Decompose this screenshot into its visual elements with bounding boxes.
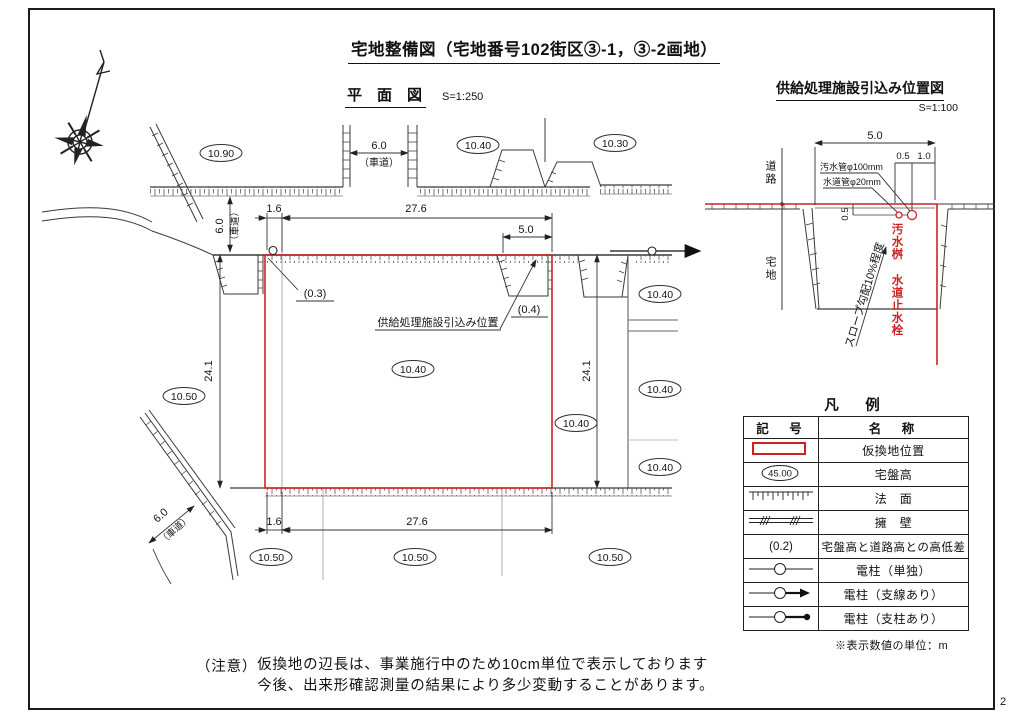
elevation-value: 10.50 [258, 552, 284, 564]
replotting-boundary [264, 254, 553, 489]
dim-road-gap: 6.0 [371, 140, 386, 152]
legend-row: 仮換地位置 [743, 438, 969, 463]
legend-title: 凡 例 [824, 398, 886, 414]
north-compass-icon [54, 49, 111, 166]
elevation-value: 10.40 [647, 462, 673, 474]
elevation-value: 10.30 [602, 138, 628, 150]
elevation-value: 10.40 [647, 384, 673, 396]
dim-top-16: 1.6 [266, 203, 281, 215]
elevation-value: 10.50 [597, 552, 623, 564]
legend-header-name: 名 称 [818, 416, 969, 439]
power-pole-with-stay [610, 244, 702, 258]
dim-top-276: 27.6 [405, 203, 426, 215]
label-drop-left: (0.3) [304, 288, 327, 300]
legend-name: 擁 壁 [818, 510, 969, 535]
elevation-labels: 10.90 10.40 10.30 10.40 10.50 10.40 10.4… [162, 134, 682, 566]
legend-name: 電柱（単独） [818, 558, 969, 583]
plan-view-heading: 平 面 図 S=1:250 [345, 84, 483, 108]
dim-road-gap-sub: （車道） [359, 156, 399, 169]
legend-elevation-sample: 45.00 [768, 469, 792, 480]
detail-heading: 供給処理施設引込み位置図 S=1:100 [752, 78, 968, 114]
elevation-value: 10.50 [171, 391, 197, 403]
detail-red-lines [705, 203, 938, 365]
legend-name: 電柱（支柱あり） [818, 606, 969, 631]
elevation-value: 10.40 [647, 289, 673, 301]
caution-line-1: 仮換地の辺長は、事業施行中のため10cm単位で表示しております [257, 657, 709, 673]
caution-label: （注意） [196, 659, 258, 675]
plan-view-scale: S=1:250 [442, 91, 484, 103]
detail-dim-05: 0.5 [896, 151, 909, 162]
slope-face-icon [749, 491, 813, 500]
legend-name: 電柱（支線あり） [818, 582, 969, 607]
slope-label: スロープ勾配10%程度 [841, 240, 886, 349]
caution-note: （注意） 仮換地の辺長は、事業施行中のため10cm単位で表示しております 今後、… [196, 655, 714, 697]
detail-dim-10: 1.0 [917, 151, 930, 162]
dim-top-50: 5.0 [518, 224, 533, 236]
pole-support-icon [749, 611, 811, 623]
sheet-border [28, 8, 995, 710]
dim-diag-60: 6.0 [151, 506, 170, 525]
legend-name: 宅盤高と道路高との高低差 [818, 534, 969, 559]
legend-height-diff-sample: (0.2) [743, 534, 819, 559]
pole-single-icon [749, 563, 813, 575]
plan-leaders [267, 257, 548, 331]
detail-dimensions [814, 140, 936, 347]
sewer-basin-label: 汚水桝 [890, 223, 903, 261]
legend-header-symbol: 記 号 [743, 416, 819, 439]
legend-header-row: 記 号 名 称 [743, 416, 969, 439]
legend-row: (0.2) 宅盤高と道路高との高低差 [743, 534, 969, 559]
dim-right-241: 24.1 [581, 360, 593, 381]
water-pipe-label: 水道管φ20mm [823, 176, 881, 187]
water-valve-label: 水道止水栓 [890, 273, 903, 337]
legend-name: 仮換地位置 [818, 438, 969, 463]
retaining-wall-icon [749, 515, 813, 526]
elevation-value: 10.40 [400, 364, 426, 376]
legend-unit-note: ※表示数値の単位：m [835, 640, 949, 652]
legend-row: 法 面 [743, 486, 969, 511]
legend-row: 電柱（支線あり） [743, 582, 969, 607]
detail-scale: S=1:100 [918, 102, 958, 114]
legend-name: 法 面 [818, 486, 969, 511]
elevation-value: 10.40 [563, 418, 589, 430]
plan-roads [41, 118, 678, 585]
detail-title: 供給処理施設引込み位置図 [776, 78, 944, 101]
dim-left-60: 6.0 [214, 218, 226, 233]
sewer-pipe-label: 汚水管φ100mm [820, 161, 883, 172]
detail-red-labels: 汚水桝 水道止水栓 [889, 223, 903, 336]
replotting-boundary-icon [752, 442, 806, 455]
pole-stay-icon [749, 587, 810, 599]
elevation-oval-icon: 45.00 [761, 465, 799, 481]
power-pole-single [268, 245, 278, 256]
elevation-value: 10.50 [402, 552, 428, 564]
legend-row: 電柱（単独） [743, 558, 969, 583]
label-supply-position: 供給処理施設引込み位置 [378, 315, 499, 329]
detail-dim-depth: 0.5 [840, 207, 851, 220]
drawing-title: 宅地整備図（宅地番号102街区③-1，③-2画地） [348, 36, 721, 64]
dim-left-241: 24.1 [203, 360, 215, 381]
page-number: 2 [1000, 696, 1007, 708]
plan-dimensions [148, 150, 600, 544]
caution-line-2: 今後、出来形確認測量の結果により多少変動することがあります。 [257, 678, 715, 694]
legend-row: 擁 壁 [743, 510, 969, 535]
plan-view-title: 平 面 図 [345, 84, 427, 108]
dim-bottom-16: 1.6 [266, 516, 281, 528]
legend-name: 宅盤高 [818, 462, 969, 487]
label-drop-right: (0.4) [518, 304, 541, 316]
legend-row: 45.00 宅盤高 [743, 462, 969, 487]
dim-bottom-276: 27.6 [406, 516, 427, 528]
detail-dim-width: 5.0 [867, 130, 882, 142]
elevation-value: 10.40 [465, 140, 491, 152]
detail-linework [705, 148, 995, 310]
detail-road-label: 道路 [764, 160, 776, 186]
legend-table: 記 号 名 称 仮換地位置 45.00 宅盤高 法 面 [743, 416, 969, 631]
elevation-value: 10.90 [208, 148, 234, 160]
detail-lot-label: 宅地 [764, 256, 776, 282]
dim-left-60-sub: （車道） [229, 207, 241, 245]
legend-row: 電柱（支柱あり） [743, 606, 969, 631]
service-connection-points [895, 209, 918, 221]
